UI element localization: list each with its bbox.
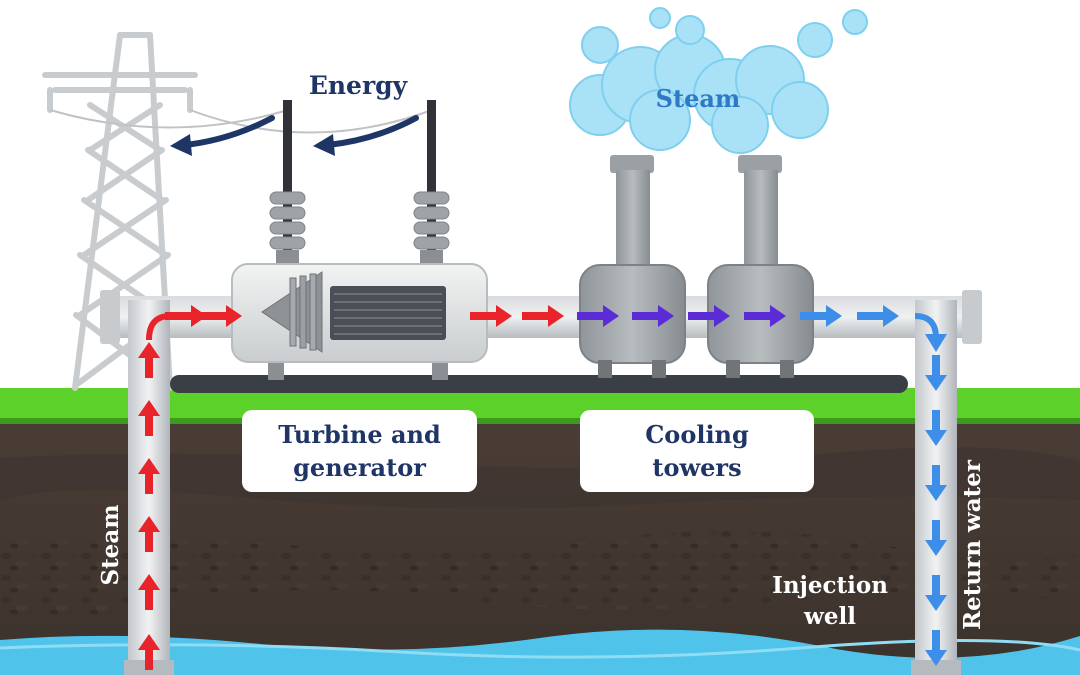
- steam-cloud-icon: [569, 7, 868, 154]
- flow-arrow-down-icon: [925, 520, 947, 556]
- flow-arrows-down: [925, 355, 947, 666]
- steam-up-label: Steam: [97, 504, 124, 585]
- flow-arrow-down-icon: [925, 630, 947, 666]
- energy-arrowhead-left: [170, 134, 192, 156]
- flow-arrow-icon: [688, 305, 730, 327]
- flow-arrow-up-icon: [138, 400, 160, 436]
- flow-arrow-down-icon: [925, 465, 947, 501]
- insulator-posts: [269, 100, 450, 270]
- flow-arrow-down-icon: [925, 575, 947, 611]
- flow-arrows-horizontal: [165, 305, 899, 327]
- injection-well-label: Injection well: [772, 572, 888, 630]
- turbine-generator-label: Turbine and generator: [242, 410, 477, 492]
- flow-arrow-icon: [165, 305, 207, 327]
- groundwater-layer: [0, 629, 1080, 675]
- energy-arrow-left: [182, 115, 275, 148]
- grass-shadow: [0, 418, 1080, 424]
- flow-arrow-down-icon: [925, 410, 947, 446]
- flow-arrow-up-icon: [138, 574, 160, 610]
- energy-arrows: [182, 115, 419, 148]
- flow-arrow-up-icon: [138, 458, 160, 494]
- cooling-towers-label: Cooling towers: [580, 410, 814, 492]
- energy-label: Energy: [309, 71, 409, 100]
- cooling-tower-icon: [579, 155, 686, 378]
- elbow-arrowhead-cool: [925, 334, 947, 352]
- flow-arrows-up: [138, 342, 160, 670]
- steam-cloud-label: Steam: [656, 84, 741, 113]
- flow-arrow-up-icon: [138, 634, 160, 670]
- return-water-label: Return water: [959, 459, 986, 630]
- energy-arrowhead-right: [313, 134, 335, 156]
- flow-arrow-icon: [577, 305, 619, 327]
- cooling-tower-icon: [707, 155, 814, 378]
- soil-layer: [0, 390, 1080, 675]
- flow-arrow-icon: [200, 305, 242, 327]
- power-lines: [49, 109, 433, 134]
- flow-arrow-icon: [470, 305, 512, 327]
- flow-arrow-icon: [744, 305, 786, 327]
- generator-icon: [231, 263, 488, 380]
- flow-arrow-icon: [857, 305, 899, 327]
- energy-arrow-right: [325, 115, 419, 148]
- elbow-arrow-hot: [146, 313, 171, 341]
- grass-strip: [0, 388, 1080, 422]
- flow-arrow-up-icon: [138, 516, 160, 552]
- rock-layer: [0, 530, 1080, 619]
- plant-base-platform: [170, 375, 908, 393]
- flow-arrow-icon: [632, 305, 674, 327]
- flow-arrow-up-icon: [138, 342, 160, 378]
- flow-arrow-icon: [800, 305, 842, 327]
- flow-arrow-down-icon: [925, 355, 947, 391]
- flow-arrow-icon: [522, 305, 564, 327]
